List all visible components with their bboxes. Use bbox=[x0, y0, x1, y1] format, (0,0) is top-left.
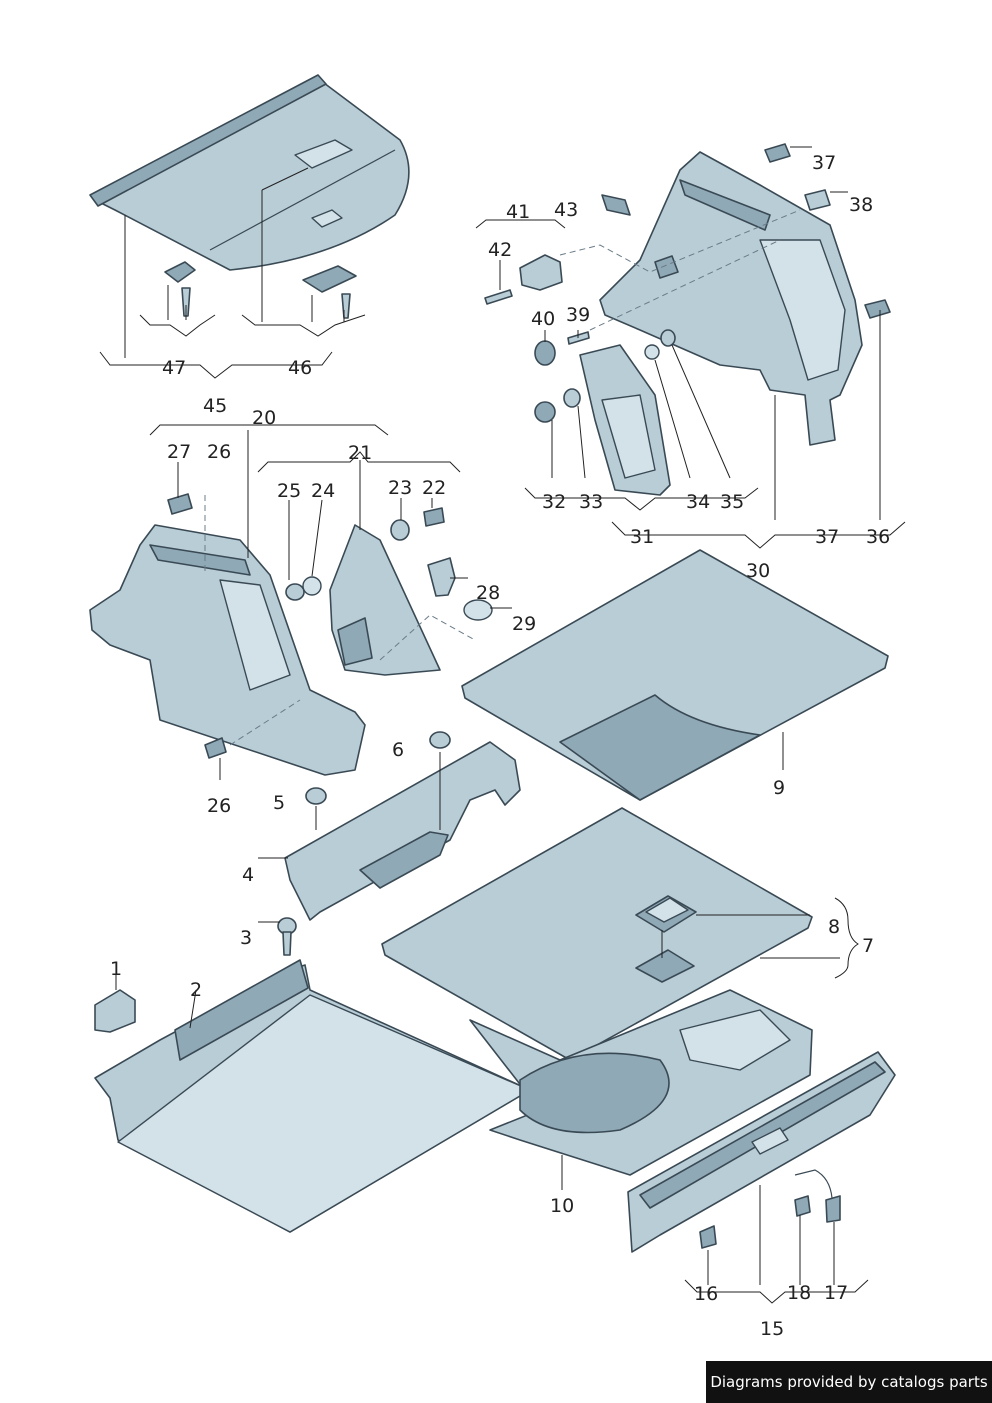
cover-clip bbox=[164, 261, 196, 317]
label-25: 25 bbox=[277, 480, 301, 502]
right-side-trim bbox=[599, 151, 863, 446]
label-37a: 37 bbox=[812, 152, 836, 174]
label-26a: 26 bbox=[207, 441, 231, 463]
label-41: 41 bbox=[506, 201, 530, 223]
label-3: 3 bbox=[240, 927, 252, 949]
label-15: 15 bbox=[760, 1318, 784, 1340]
label-6: 6 bbox=[392, 739, 404, 761]
label-47: 47 bbox=[162, 357, 186, 379]
label-30: 30 bbox=[746, 560, 770, 582]
label-33: 33 bbox=[579, 491, 603, 513]
left-side-trim bbox=[89, 524, 366, 776]
label-43: 43 bbox=[554, 199, 578, 221]
label-34: 34 bbox=[686, 491, 710, 513]
label-40: 40 bbox=[531, 308, 555, 330]
label-1: 1 bbox=[110, 958, 122, 980]
label-2: 2 bbox=[190, 979, 202, 1001]
trim-cover-panel bbox=[579, 344, 671, 496]
label-42: 42 bbox=[488, 239, 512, 261]
loading-floor bbox=[258, 807, 859, 1061]
floor-covering bbox=[461, 549, 889, 801]
label-8: 8 bbox=[828, 916, 840, 938]
label-38: 38 bbox=[849, 194, 873, 216]
label-22: 22 bbox=[422, 477, 446, 499]
cover-handle bbox=[302, 265, 357, 319]
label-21: 21 bbox=[348, 442, 372, 464]
label-4: 4 bbox=[242, 864, 254, 886]
leaders-left bbox=[177, 430, 512, 780]
leaders-cover bbox=[99, 167, 389, 436]
label-18: 18 bbox=[787, 1282, 811, 1304]
label-31: 31 bbox=[630, 526, 654, 548]
label-7: 7 bbox=[862, 935, 874, 957]
leaders-right bbox=[475, 146, 906, 549]
label-9: 9 bbox=[773, 777, 785, 799]
storage-well bbox=[469, 989, 813, 1190]
cargo-tray bbox=[94, 959, 531, 1233]
sill-trim bbox=[627, 1051, 896, 1304]
label-35: 35 bbox=[720, 491, 744, 513]
label-10: 10 bbox=[550, 1195, 574, 1217]
label-20: 20 bbox=[252, 407, 276, 429]
label-36: 36 bbox=[866, 526, 890, 548]
callout-labels: 1 2 3 4 5 6 7 8 9 10 15 16 17 18 20 21 2… bbox=[110, 152, 890, 1340]
label-39: 39 bbox=[566, 304, 590, 326]
label-5: 5 bbox=[273, 792, 285, 814]
watermark-banner: Diagrams provided by catalogs parts bbox=[706, 1361, 992, 1403]
left-trim-clips bbox=[167, 493, 227, 759]
label-37b: 37 bbox=[815, 526, 839, 548]
label-32: 32 bbox=[542, 491, 566, 513]
label-17: 17 bbox=[824, 1282, 848, 1304]
left-trim-fasteners bbox=[285, 507, 493, 621]
label-26b: 26 bbox=[207, 795, 231, 817]
luggage-cover bbox=[89, 74, 410, 271]
label-45: 45 bbox=[203, 395, 227, 417]
label-46: 46 bbox=[288, 357, 312, 379]
label-29: 29 bbox=[512, 613, 536, 635]
label-24: 24 bbox=[311, 480, 335, 502]
label-27: 27 bbox=[167, 441, 191, 463]
left-trim-cover bbox=[329, 524, 441, 676]
cross-member bbox=[258, 731, 521, 921]
label-28: 28 bbox=[476, 582, 500, 604]
label-23: 23 bbox=[388, 477, 412, 499]
label-16: 16 bbox=[694, 1283, 718, 1305]
